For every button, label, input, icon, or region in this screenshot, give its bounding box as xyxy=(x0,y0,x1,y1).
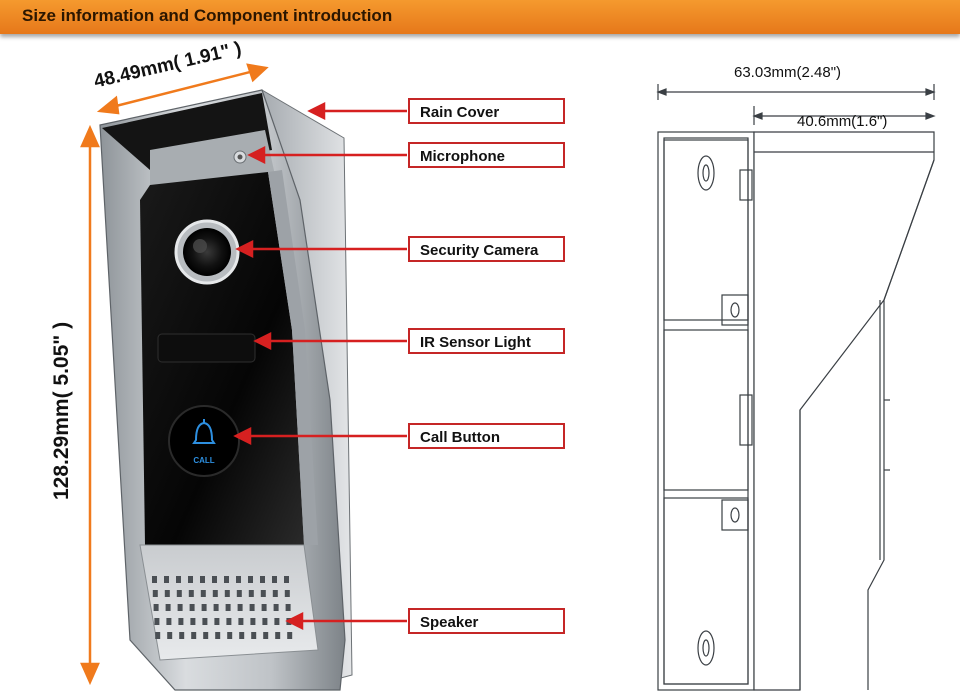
speaker-hole xyxy=(236,576,241,583)
speaker-hole xyxy=(213,604,219,611)
height-dimension-label: 128.29mm( 5.05" ) xyxy=(50,321,73,500)
speaker-hole xyxy=(188,590,194,597)
speaker-hole xyxy=(248,576,253,583)
speaker-hole xyxy=(285,604,291,611)
speaker-hole xyxy=(224,576,229,583)
speaker-hole xyxy=(275,632,281,639)
partial-depth-label: 40.6mm(1.6") xyxy=(797,113,888,130)
speaker-hole xyxy=(152,576,157,583)
speaker-hole xyxy=(236,590,242,597)
speaker-hole xyxy=(200,590,206,597)
speaker-hole xyxy=(190,618,196,625)
speaker-text: Speaker xyxy=(420,614,479,631)
speaker-hole xyxy=(202,618,208,625)
speaker-hole xyxy=(191,632,197,639)
speaker-hole xyxy=(164,576,169,583)
speaker-hole xyxy=(227,632,233,639)
speaker-hole xyxy=(260,590,266,597)
speaker-hole xyxy=(248,590,254,597)
speaker-hole xyxy=(176,576,181,583)
security-camera-text: Security Camera xyxy=(420,242,539,259)
speaker-hole xyxy=(225,604,231,611)
speaker-hole xyxy=(155,632,161,639)
camera-pointer xyxy=(235,239,407,259)
speaker-hole xyxy=(152,590,158,597)
speaker-hole xyxy=(238,618,244,625)
rain-cover-pointer xyxy=(307,101,407,121)
speaker-hole xyxy=(203,632,209,639)
speaker-hole xyxy=(261,604,267,611)
microphone-pointer xyxy=(247,145,407,165)
page-title: Size information and Component introduct… xyxy=(22,6,393,25)
speaker-grille xyxy=(152,576,293,639)
speaker-hole xyxy=(226,618,232,625)
ir-sensor-light-label: IR Sensor Light xyxy=(408,328,565,354)
speaker-hole xyxy=(272,576,277,583)
speaker-hole xyxy=(250,618,256,625)
speaker-hole xyxy=(154,618,160,625)
rain-cover-text: Rain Cover xyxy=(420,104,500,121)
speaker-hole xyxy=(251,632,257,639)
speaker-label: Speaker xyxy=(408,608,565,634)
speaker-hole xyxy=(165,604,171,611)
speaker-hole xyxy=(176,590,182,597)
speaker-hole xyxy=(212,576,217,583)
speaker-hole xyxy=(201,604,207,611)
call-button-text: CALL xyxy=(193,456,214,465)
call-button-pointer xyxy=(233,426,407,446)
speaker-hole xyxy=(164,590,170,597)
speaker-hole xyxy=(200,576,205,583)
speaker-hole xyxy=(188,576,193,583)
speaker-hole xyxy=(260,576,265,583)
speaker-hole xyxy=(178,618,184,625)
call-button-label-text: Call Button xyxy=(420,429,500,446)
speaker-hole xyxy=(284,576,289,583)
speaker-hole xyxy=(212,590,218,597)
microphone-text: Microphone xyxy=(420,148,505,165)
call-button-label: Call Button xyxy=(408,423,565,449)
security-camera-label: Security Camera xyxy=(408,236,565,262)
speaker-hole xyxy=(272,590,278,597)
speaker-hole xyxy=(224,590,230,597)
microphone-label: Microphone xyxy=(408,142,565,168)
doorbell-front-view: CALL xyxy=(99,89,353,691)
height-dimension-arrow xyxy=(80,124,100,686)
speaker-hole xyxy=(237,604,243,611)
speaker-hole xyxy=(167,632,173,639)
speaker-hole xyxy=(177,604,183,611)
header-banner: Size information and Component introduct… xyxy=(0,0,960,34)
speaker-pointer xyxy=(285,611,407,631)
speaker-hole xyxy=(262,618,268,625)
speaker-hole xyxy=(274,618,280,625)
speaker-hole xyxy=(215,632,221,639)
ir-sensor-light-text: IR Sensor Light xyxy=(420,334,531,351)
ir-sensor-pointer xyxy=(253,331,407,351)
speaker-hole xyxy=(179,632,185,639)
speaker-hole xyxy=(273,604,279,611)
side-view-drawing xyxy=(656,84,936,691)
speaker-hole xyxy=(239,632,245,639)
speaker-hole xyxy=(214,618,220,625)
speaker-hole xyxy=(263,632,269,639)
speaker-hole xyxy=(189,604,195,611)
speaker-hole xyxy=(287,632,293,639)
speaker-hole xyxy=(284,590,290,597)
speaker-hole xyxy=(249,604,255,611)
total-depth-label: 63.03mm(2.48") xyxy=(734,64,842,81)
rain-cover-label: Rain Cover xyxy=(408,98,565,124)
speaker-hole xyxy=(166,618,172,625)
width-dimension-arrow xyxy=(96,63,269,115)
speaker-hole xyxy=(153,604,159,611)
